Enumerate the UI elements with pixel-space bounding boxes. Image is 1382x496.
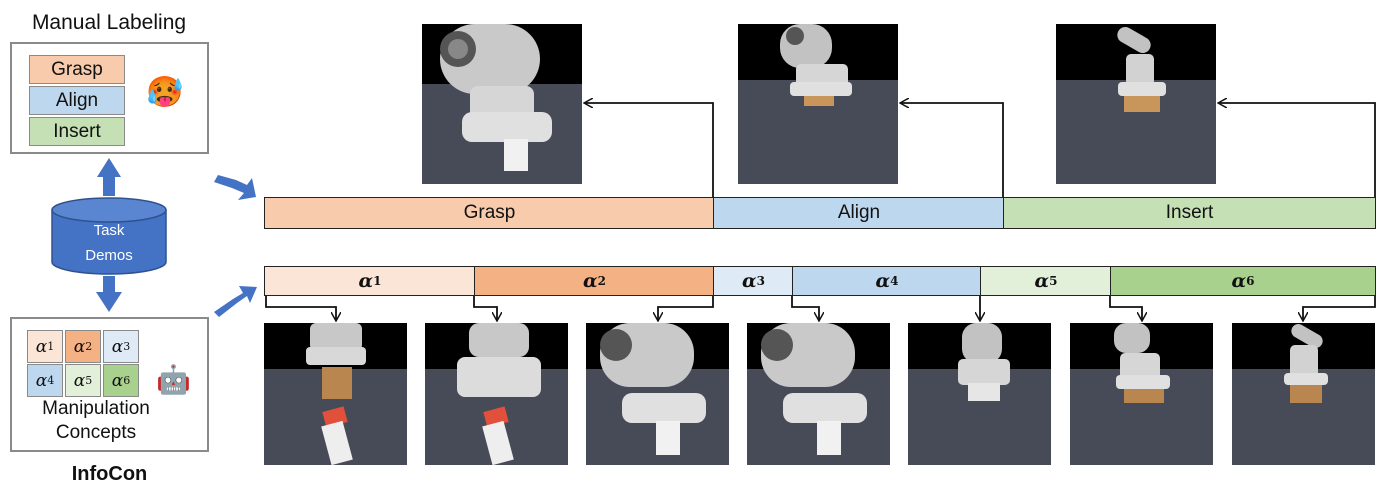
keyframe-alpha2-image xyxy=(425,323,568,465)
manual-label-insert: Insert xyxy=(29,117,125,146)
timeline-align: Align xyxy=(713,197,1005,229)
up-arrow-icon xyxy=(97,158,121,196)
manual-label-align: Align xyxy=(29,86,125,115)
left-flow-graphics xyxy=(51,158,257,317)
down-arrow-icon xyxy=(96,276,122,312)
database-label-1: Task xyxy=(93,222,125,239)
diagonal-arrow-upper-icon xyxy=(214,175,256,200)
manual-label-grasp: Grasp xyxy=(29,55,125,84)
keyframe-alpha3-image xyxy=(586,323,729,465)
diagonal-arrow-lower-icon xyxy=(214,286,257,317)
keyframe-alpha5-image xyxy=(908,323,1051,465)
timeline-insert: Insert xyxy=(1003,197,1376,229)
concepts-label-1: Manipulation xyxy=(42,398,150,419)
hot-face-icon: 🥵 xyxy=(146,76,184,109)
timeline-grasp: Grasp xyxy=(264,197,715,229)
keyframe-align-image xyxy=(738,24,898,184)
keyframe-grasp-image xyxy=(422,24,582,184)
keyframe-insert-image xyxy=(1056,24,1216,184)
database-icon xyxy=(51,197,167,275)
concepts-label-2: Concepts xyxy=(55,422,137,443)
database-label-2: Demos xyxy=(85,247,133,264)
robot-icon: 🤖 xyxy=(156,364,191,395)
manual-labeling-title: Manual Labeling xyxy=(31,11,187,34)
keyframe-alpha4-image xyxy=(747,323,890,465)
keyframe-alpha6-image-a xyxy=(1070,323,1213,465)
keyframe-alpha6-image-b xyxy=(1232,323,1375,465)
method-name: InfoCon xyxy=(71,463,148,485)
keyframe-alpha1-image xyxy=(264,323,407,465)
